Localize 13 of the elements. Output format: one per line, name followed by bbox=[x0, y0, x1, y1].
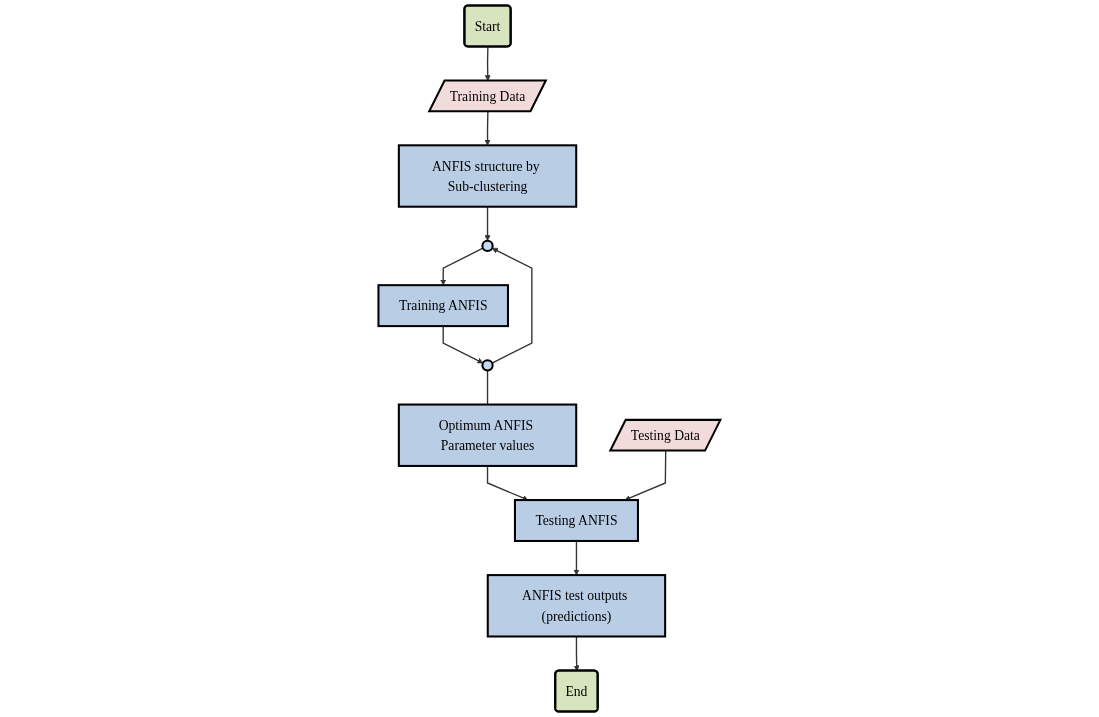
node-box: Optimum ANFIS Parameter values bbox=[397, 403, 578, 467]
arrow bbox=[484, 206, 491, 242]
arrow bbox=[624, 450, 667, 501]
arrow bbox=[573, 540, 580, 576]
arrow bbox=[486, 465, 529, 501]
node-circle bbox=[481, 239, 494, 253]
arrow bbox=[491, 247, 533, 364]
node-box: ANFIS test outputs (predictions) bbox=[486, 574, 667, 638]
node-box: Training ANFIS bbox=[377, 284, 510, 328]
node-circle bbox=[481, 359, 494, 372]
arrow bbox=[440, 247, 484, 286]
node-box: ANFIS structure by Sub-clustering bbox=[397, 144, 578, 208]
node-box: Testing ANFIS bbox=[514, 499, 640, 542]
